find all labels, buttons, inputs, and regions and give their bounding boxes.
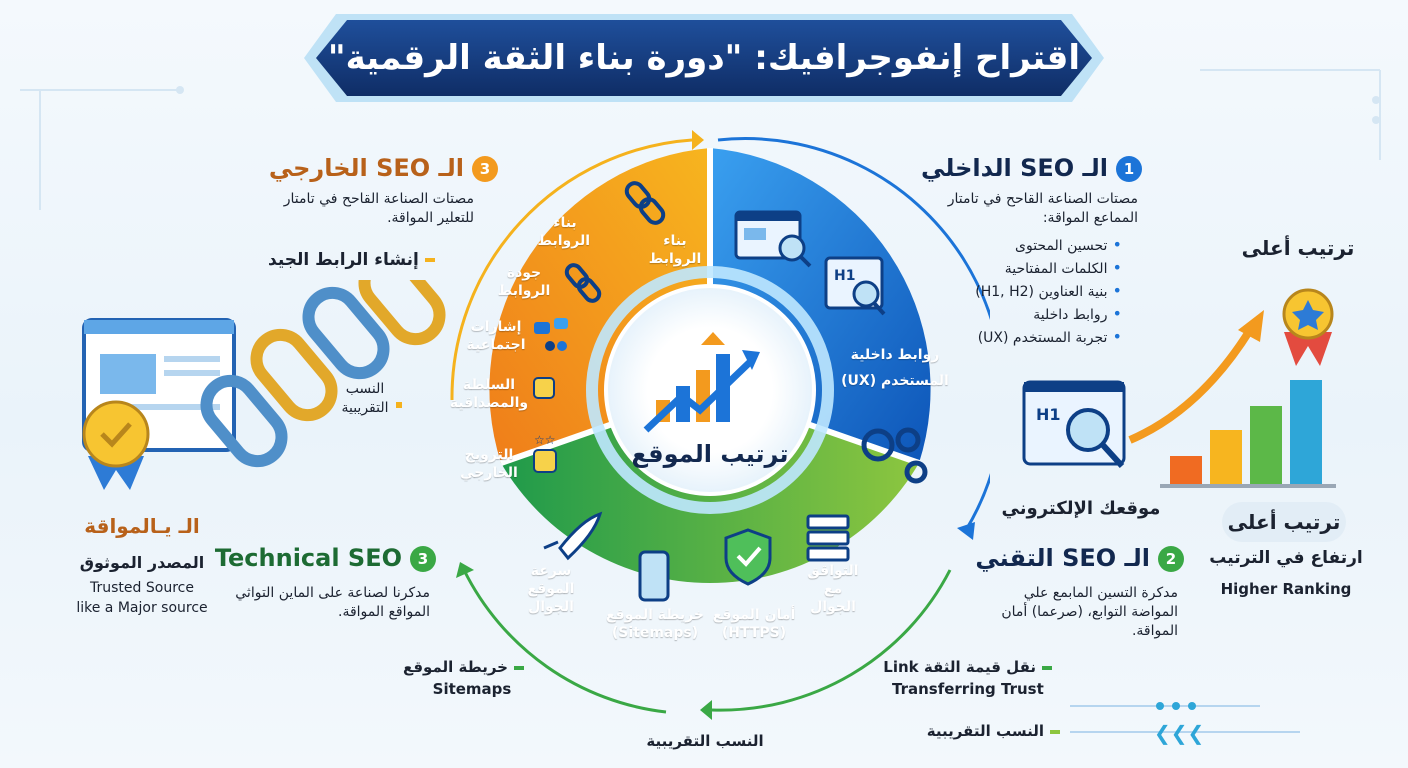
transfer-trust-en: Transferring Trust [892, 680, 1044, 698]
bullet-keywords: الكلمات المفتاحية [922, 257, 1122, 280]
link-building-label: إنشاء الرابط الجيد [268, 250, 441, 270]
seg-offpage-link-quality: جودة الروابط [497, 265, 551, 299]
sitemap-bottom-en: Sitemaps [432, 680, 512, 698]
anchor-ratio-label: النسب التقريبية [341, 381, 389, 416]
bullet-headings: بنية العناوين (H1, H2) [922, 280, 1122, 303]
cycle-arrow-bottom [711, 569, 952, 712]
smartphone-icon [638, 550, 670, 602]
cycle-arrowhead-left [456, 562, 474, 578]
trusted-source-en-1: Trusted Source [90, 580, 194, 596]
offpage-title: 3الـ SEO الخارجي [269, 154, 498, 182]
bullet-ux: تجربة المستخدم (UX) [922, 326, 1122, 349]
cycle-diagram: H1 ☆☆ [450, 130, 990, 720]
seg-onpage-ux: المستخدم (UX) [841, 373, 949, 389]
offpage-desc: مصتات الصناعة القاحح في تامتار للتعلير ا… [283, 191, 474, 226]
cycle-arrow-top [450, 138, 693, 401]
site-h1-icon: H1 [1022, 380, 1126, 469]
tech-right-number: 2 [1158, 546, 1184, 572]
cycle-arrowhead-bottom [700, 700, 712, 720]
trusted-source-en-2: like a Major source [76, 600, 208, 616]
svg-text:H1: H1 [834, 268, 855, 284]
title-banner: اقتراح إنفوجرافيك: "دورة بناء الثقة الرق… [316, 20, 1092, 96]
page-title: اقتراح إنفوجرافيك: "دورة بناء الثقة الرق… [327, 38, 1081, 78]
tech-left-number: 3 [410, 546, 436, 572]
chain-link-icon-2 [564, 263, 602, 303]
higher-ranking-ar: ارتفاع في الترتيب [1209, 548, 1363, 568]
your-site-label: موقعك الإلكتروني [1001, 498, 1161, 519]
seg-offpage-social: إشارات اجتماعية [466, 319, 526, 353]
growth-arrow [1128, 327, 1254, 444]
seg-offpage-authority: السلطة والمصداقية [449, 377, 529, 411]
chain-link-icon [624, 181, 666, 225]
thumbs-up-icon [533, 377, 555, 399]
medal-icon [82, 400, 150, 490]
server-icon [806, 514, 850, 562]
seg-tech-https: أمان الموقع (HTTPS) [712, 607, 796, 641]
transfer-trust-ar: نقل قيمة الثقة Link [878, 658, 1058, 676]
right-illustration: H1 [1022, 288, 1336, 488]
tech-left-desc: مدكرنا لصناعة على الماين التواثي المواقع… [235, 585, 430, 620]
social-icon [534, 318, 568, 351]
top-rank-label: ترتيب أعلى [1241, 236, 1355, 260]
trusted-source-ar: المصدر الموثوق [79, 553, 205, 572]
onpage-desc: مصتات الصناعة القاحح في تامتار المماعع ا… [947, 191, 1138, 226]
cycle-arrow-left [462, 569, 667, 714]
offpage-number: 3 [472, 156, 498, 182]
growth-arrowhead [1238, 310, 1264, 342]
shield-check-icon [724, 528, 772, 586]
rocket-icon [543, 511, 603, 561]
onpage-title: 1الـ SEO الداخلي [921, 154, 1142, 182]
cycle-arrowhead-top [692, 130, 704, 150]
seg-tech-sitemap: خريطة الموقع (Sitemaps) [605, 607, 704, 641]
seg-onpage-internal-links: روابط داخلية [850, 347, 940, 363]
tech-left-title: 3Technical SEO [215, 544, 436, 572]
sitemap-bottom-ar: خريطة الموقع [403, 658, 530, 676]
seg-tech-mobile: التواقق مع الجوال [807, 563, 859, 615]
tech-right-title: 2الـ SEO التقني [975, 544, 1184, 572]
seg-offpage-link-building-2: بناء الروابط [537, 215, 590, 249]
verified-title: الـ يـالمواقة [84, 514, 200, 538]
browser-search-icon [734, 210, 812, 268]
tech-right-desc: مدكرة التسين المابمع علي المواضة التوابع… [1001, 585, 1178, 639]
svg-text:☆☆: ☆☆ [534, 433, 556, 447]
seg-offpage-link-building-1: بناء الروابط [648, 233, 702, 267]
higher-ranking-en: Higher Ranking [1220, 580, 1352, 598]
rank-medal-icon [1282, 288, 1334, 366]
chain-icon [200, 280, 446, 468]
circuit-decoration: ❮❮❮ [1070, 702, 1300, 745]
seg-tech-speed: سرعة الموقع الجوال [527, 563, 575, 615]
growth-chart-icon [643, 332, 760, 433]
h1-search-icon: H1 [824, 256, 886, 316]
left-illustration [82, 280, 446, 490]
circuit-decoration-left [20, 86, 184, 210]
gears-icon [861, 427, 928, 484]
inner-ring [586, 266, 834, 514]
ranking-bar-chart [1160, 380, 1336, 488]
h1-text: H1 [1036, 405, 1061, 424]
onpage-number: 1 [1116, 156, 1142, 182]
onpage-bullets: تحسين المحتوى الكلمات المفتاحية بنية الع… [922, 234, 1138, 349]
circuit-decoration-right [1200, 69, 1381, 160]
anchor-ratio-bottom-2: النسب التقريبية [920, 722, 1066, 740]
seg-offpage-promotion: الترويج الخارجي [460, 447, 518, 481]
anchor-ratio-marker [396, 402, 402, 408]
top-rank-pill: ترتيب أعلى [1222, 502, 1346, 542]
bullet-content: تحسين المحتوى [922, 234, 1122, 257]
cycle-arrowhead-right [957, 522, 975, 540]
thumbs-up-icon-2: ☆☆ [533, 433, 557, 473]
anchor-ratio-bottom: النسب التقريبية [646, 732, 764, 750]
bullet-internal-links: روابط داخلية [922, 303, 1122, 326]
svg-text:❮❮❮: ❮❮❮ [1154, 721, 1204, 745]
center-label: ترتيب الموقع [631, 440, 789, 468]
